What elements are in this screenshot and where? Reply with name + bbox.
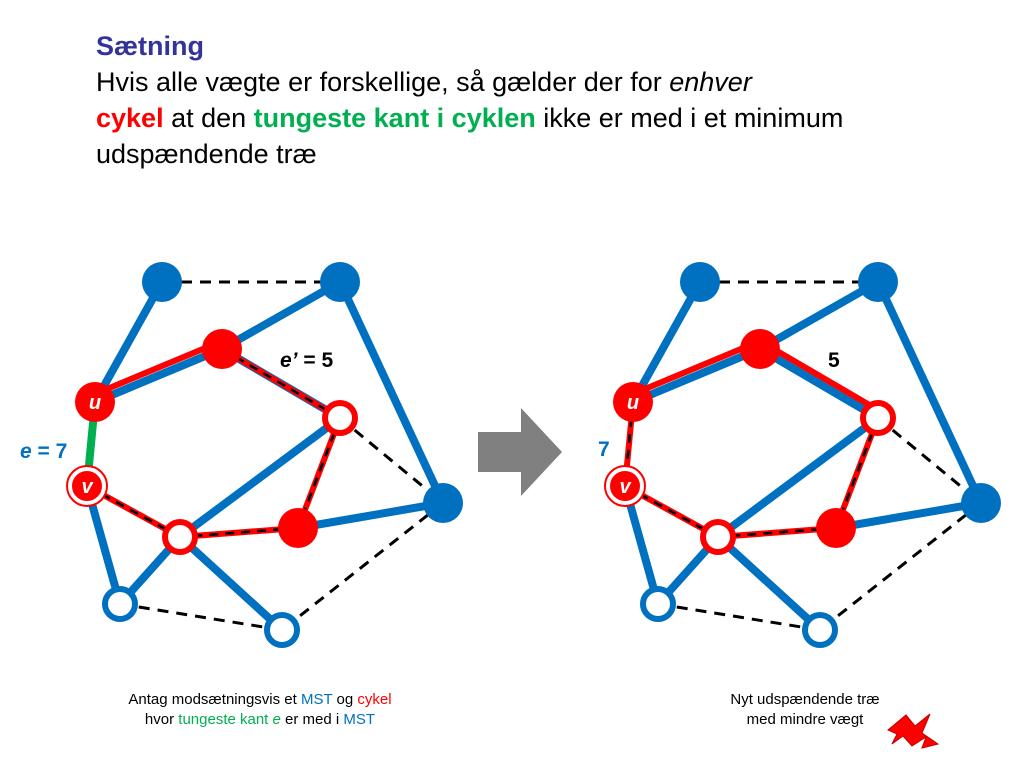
theorem-statement: Hvis alle vægte er forskellige, så gælde… — [96, 64, 996, 172]
caption-left-mst-2: MST — [343, 711, 376, 728]
lightning-icon — [887, 713, 940, 749]
statement-part-1: Hvis alle vægte er forskellige, så gælde… — [96, 67, 670, 97]
right-node-cycle-hollow — [860, 400, 896, 436]
right-tree-edge — [714, 414, 882, 541]
right-node-hollow — [640, 586, 676, 622]
statement-italic: enhver — [669, 67, 752, 97]
left-dashed-edge — [339, 416, 444, 505]
left-node-cycle — [278, 508, 318, 548]
left-node-cycle-hollow — [162, 519, 198, 555]
left-node-cycle — [202, 329, 242, 369]
right-dashed-edge — [819, 501, 982, 632]
caption-left-e: e — [268, 711, 281, 728]
left-tree-edge — [176, 533, 286, 634]
right-tree-edge — [756, 278, 882, 353]
right-node-cycle-hollow — [700, 519, 736, 555]
left-e-symbol: e — [20, 440, 32, 463]
left-e-value: = 7 — [32, 440, 68, 463]
left-node-hollow — [264, 612, 300, 648]
right-label-v: v — [619, 476, 632, 498]
caption-left-mst-1: MST — [300, 691, 333, 708]
right-tree-edge — [756, 345, 882, 422]
statement-heaviest-edge: tungeste kant i cyklen — [253, 103, 536, 133]
left-tree-edge — [176, 414, 344, 541]
left-e2-value: = 5 — [298, 349, 334, 372]
right-tree-edge — [629, 345, 764, 406]
right-node-cycle — [816, 508, 856, 548]
right-tree-edge — [874, 278, 985, 507]
right-label-uv-weight: 7 — [598, 438, 610, 461]
statement-tail: ikke er med i et minimum udspændende træ — [96, 103, 844, 169]
right-node-hollow — [802, 612, 838, 648]
transform-arrow — [478, 408, 562, 496]
left-tree-edge — [294, 499, 447, 532]
left-label-u: u — [89, 392, 101, 414]
left-tree-edge — [218, 278, 344, 353]
right-tree-edge — [714, 533, 824, 634]
caption-left: Antag modsætningsvis et MST og cykel hvo… — [60, 690, 460, 730]
left-label-v: v — [81, 476, 94, 498]
left-node — [423, 483, 463, 523]
right-node — [961, 483, 1001, 523]
theorem-text: Sætning Hvis alle vægte er forskellige, … — [96, 28, 996, 172]
right-label-e2-weight: 5 — [828, 349, 840, 372]
left-label-e2-weight: e’ = 5 — [280, 349, 333, 372]
left-graph: u v e = 7 e’ = 5 — [20, 262, 463, 648]
right-dashed-edge — [657, 602, 821, 632]
left-node — [320, 262, 360, 302]
right-label-u: u — [627, 392, 639, 414]
caption-right-line-2: med mindre vægt — [746, 711, 864, 728]
right-node-v-ring — [604, 465, 646, 507]
caption-left-part-3: hvor — [144, 711, 179, 728]
caption-left-part-1: Antag modsætningsvis et — [128, 691, 301, 708]
caption-right-line-1: Nyt udspændende træ — [730, 691, 880, 708]
right-node-cycle — [740, 329, 780, 369]
caption-right: Nyt udspændende træ med mindre vægt — [640, 690, 970, 730]
left-node-v-ring — [66, 465, 108, 507]
left-node-v — [68, 467, 106, 505]
statement-cycle: cykel — [96, 103, 164, 133]
left-node-u — [75, 382, 115, 422]
left-node — [142, 262, 182, 302]
right-graph: u v 7 5 — [598, 262, 1001, 648]
left-node-cycle-hollow — [322, 400, 358, 436]
right-node — [680, 262, 720, 302]
right-node-v — [606, 467, 644, 505]
theorem-title: Sætning — [96, 31, 204, 61]
left-dashed-edge — [281, 501, 444, 632]
right-node-u — [613, 382, 653, 422]
statement-mid: at den — [163, 103, 254, 133]
caption-left-heaviest: tungeste kant — [178, 711, 269, 728]
left-cycle-dash — [221, 347, 341, 420]
caption-left-cycle: cykel — [357, 691, 392, 708]
left-node-hollow — [102, 586, 138, 622]
caption-left-part-2: og — [332, 691, 358, 708]
right-tree-edge — [832, 499, 985, 532]
left-e2-symbol: e’ — [280, 349, 299, 372]
right-node — [858, 262, 898, 302]
left-dashed-edge — [119, 602, 283, 632]
right-dashed-edge — [877, 416, 982, 505]
left-tree-edge — [91, 278, 166, 406]
left-tree-edge — [336, 278, 447, 507]
caption-left-part-4: er med i — [280, 711, 344, 728]
left-tree-edge — [91, 345, 226, 406]
right-tree-edge — [629, 278, 704, 406]
right-cycle-edge — [630, 338, 763, 397]
left-label-e-weight: e = 7 — [20, 440, 67, 463]
left-cycle-edge — [92, 338, 225, 397]
